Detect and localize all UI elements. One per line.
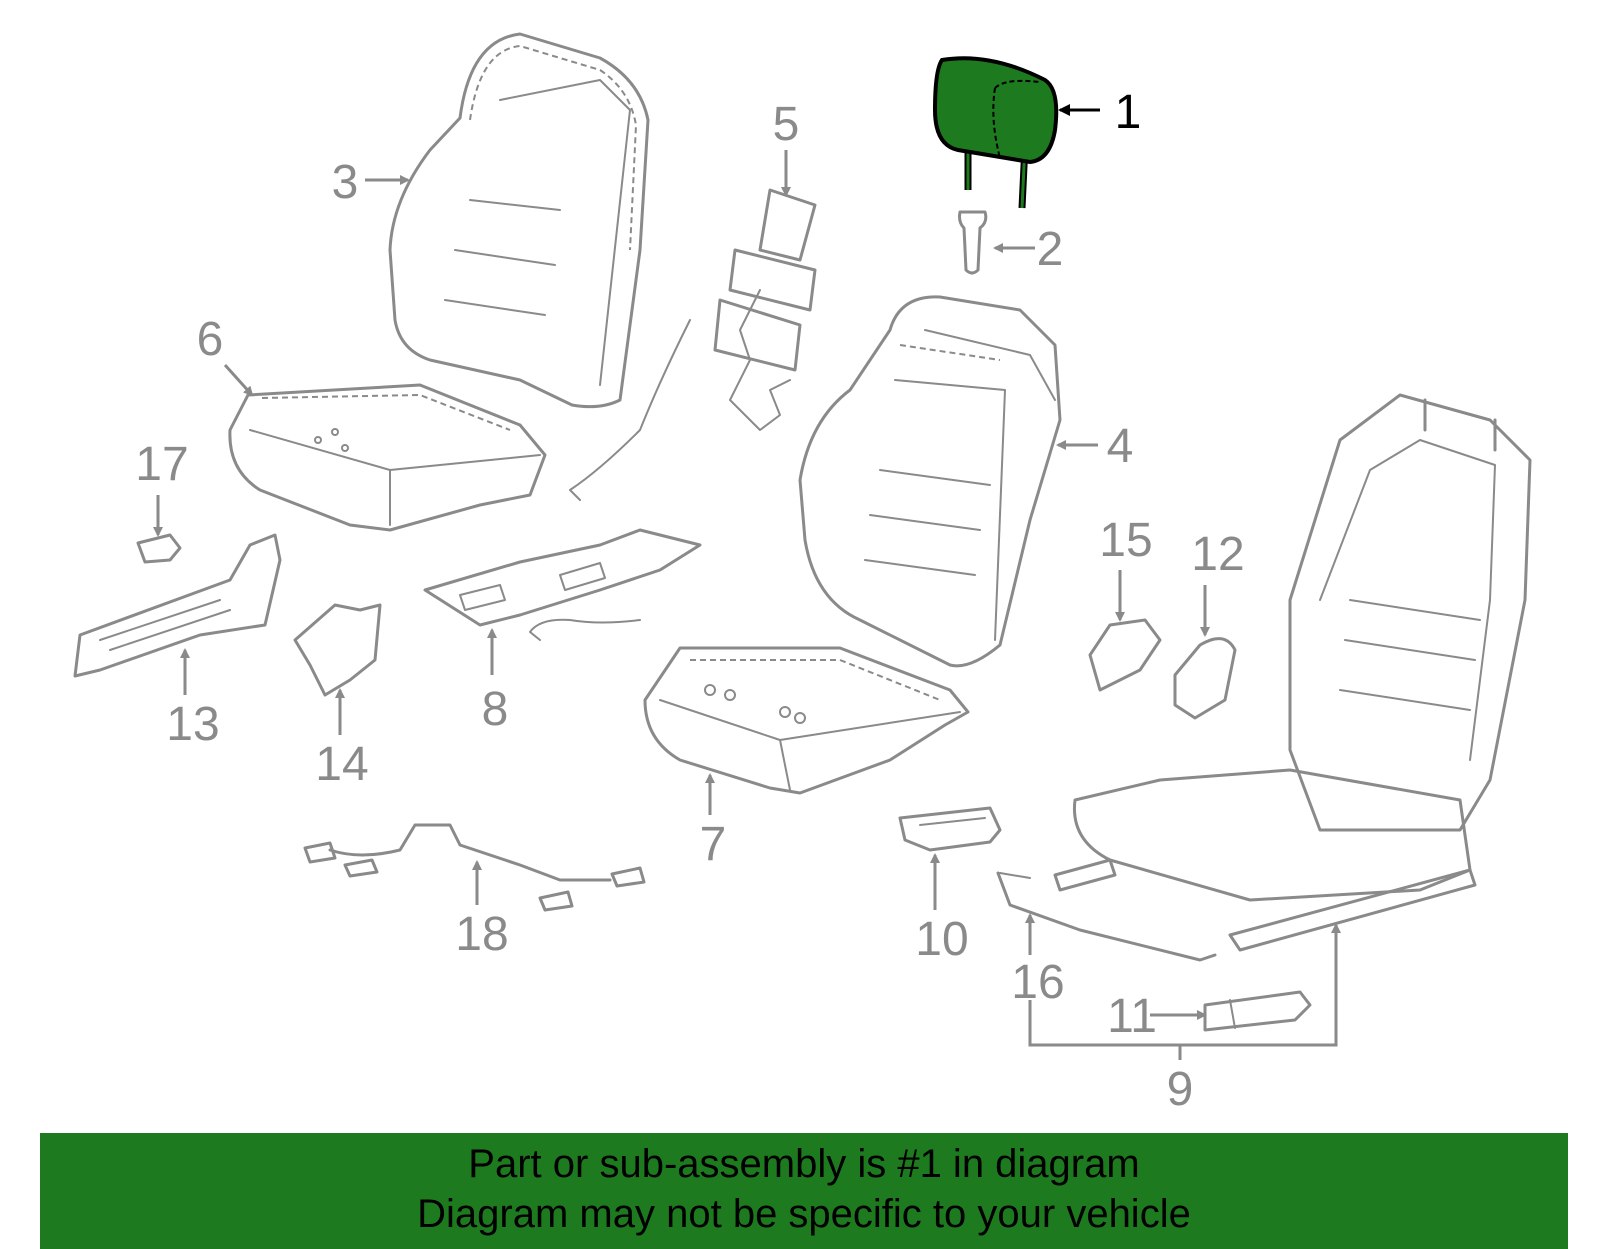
banner-line-1: Part or sub-assembly is #1 in diagram bbox=[468, 1142, 1140, 1186]
callout-4: 4 bbox=[1107, 420, 1134, 473]
part-4-seatback-cover[interactable] bbox=[798, 295, 1062, 668]
callout-15: 15 bbox=[1099, 514, 1152, 567]
part-12-cover[interactable] bbox=[1173, 637, 1237, 720]
part-3-seatback-cover[interactable] bbox=[388, 32, 650, 409]
part-8-heater-mat[interactable] bbox=[423, 528, 702, 641]
part-17-clip[interactable] bbox=[136, 533, 182, 564]
callout-16: 16 bbox=[1011, 956, 1064, 1009]
part-9-bracket bbox=[1028, 923, 1341, 1060]
callout-8: 8 bbox=[482, 683, 509, 736]
part-1-headrest[interactable] bbox=[932, 56, 1059, 209]
callout-labels: 1 2 3 4 5 6 7 8 9 10 11 12 13 14 15 16 1… bbox=[135, 86, 1244, 1116]
part-2-headrest-guide[interactable] bbox=[958, 210, 988, 275]
callout-5: 5 bbox=[773, 98, 800, 151]
part-7-cushion-cover[interactable] bbox=[643, 646, 970, 795]
leader-lines bbox=[153, 104, 1210, 1020]
part-15-bracket[interactable] bbox=[1088, 618, 1162, 692]
callout-7: 7 bbox=[700, 818, 727, 871]
part-13-side-trim[interactable] bbox=[73, 533, 282, 678]
banner-line-2: Diagram may not be specific to your vehi… bbox=[417, 1192, 1191, 1236]
callout-11: 11 bbox=[1107, 990, 1157, 1043]
part-5-lumbar-support[interactable] bbox=[569, 188, 817, 501]
part-18-wire-harness[interactable] bbox=[303, 823, 646, 912]
part-14-bracket[interactable] bbox=[293, 603, 382, 697]
part-10-cover[interactable] bbox=[898, 806, 1002, 852]
part-6-cushion-cover[interactable] bbox=[228, 383, 547, 532]
callout-18: 18 bbox=[455, 908, 508, 961]
callout-1: 1 bbox=[1115, 86, 1142, 139]
callout-12: 12 bbox=[1191, 528, 1244, 581]
callout-3: 3 bbox=[332, 156, 359, 209]
callout-2: 2 bbox=[1037, 223, 1064, 276]
callout-9: 9 bbox=[1167, 1063, 1194, 1116]
part-16-cable[interactable] bbox=[996, 871, 1217, 962]
callout-13: 13 bbox=[166, 698, 219, 751]
info-banner: Part or sub-assembly is #1 in diagram Di… bbox=[40, 1133, 1568, 1249]
callout-10: 10 bbox=[915, 913, 968, 966]
callout-6: 6 bbox=[197, 313, 224, 366]
callout-14: 14 bbox=[315, 738, 368, 791]
part-11-rail-cover[interactable] bbox=[1203, 990, 1312, 1032]
callout-17: 17 bbox=[135, 438, 188, 491]
seat-frame bbox=[1053, 393, 1532, 952]
